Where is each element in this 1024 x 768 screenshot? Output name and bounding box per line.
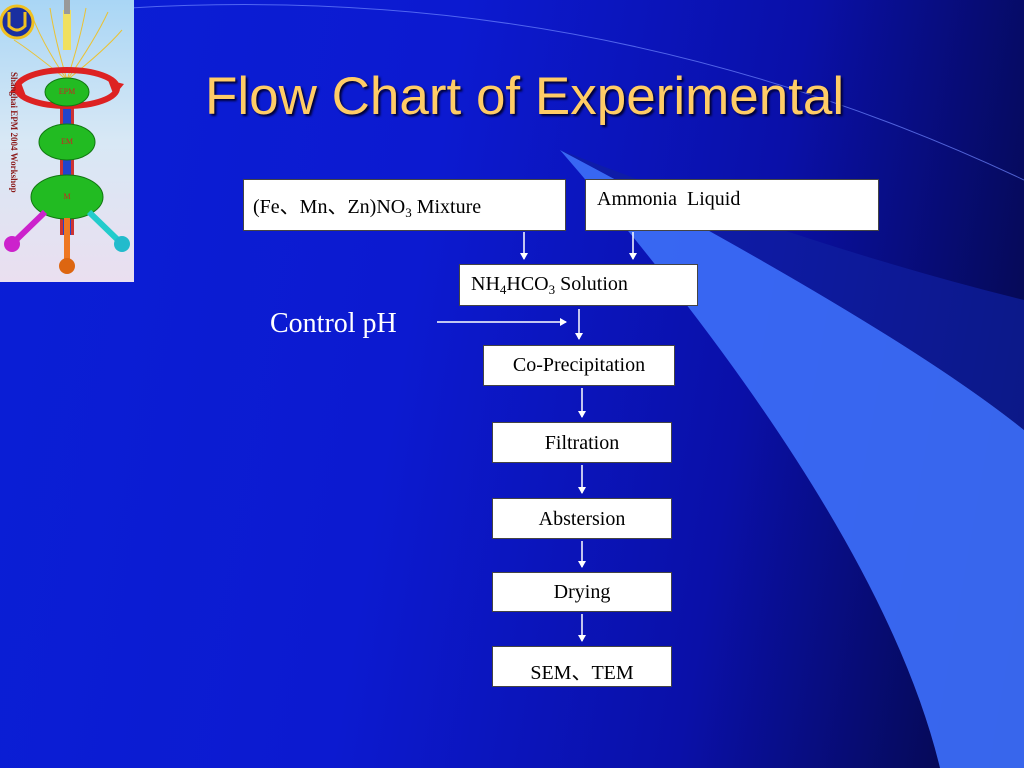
box-ammonia: Ammonia Liquid [585,179,879,231]
slide-title: Flow Chart of Experimental [205,67,845,126]
ammonia-label: Ammonia Liquid [597,188,741,210]
box-mixture: (Fe、Mn、Zn)NO3 Mixture [243,179,566,231]
box-nh4hco3-solution: NH4HCO3 Solution [459,264,698,306]
solution-sub-1: 4 [499,282,507,297]
box-sem-tem: SEM、TEM [492,646,672,687]
epm-logo-graphic [0,0,130,274]
mixture-subscript: 3 [405,205,412,220]
workshop-label: Shanghai EPM 2004 Workshop [9,72,19,193]
solution-sub-2: 3 [548,282,556,297]
control-ph-label: Control pH [270,308,397,339]
logo-node-em: EM [61,137,73,146]
logo-panel: Shanghai EPM 2004 Workshop EPM EM M [0,0,134,282]
mixture-prefix: (Fe、Mn、Zn)NO [253,196,406,218]
box-co-precipitation: Co-Precipitation [483,345,675,386]
box-abstersion: Abstersion [492,498,672,539]
box-filtration: Filtration [492,422,672,463]
solution-part-1: NH [471,273,500,295]
solution-part-3: Solution [555,273,628,295]
box-drying: Drying [492,572,672,612]
mixture-suffix: Mixture [411,196,482,218]
solution-part-2: HCO [506,273,549,295]
logo-node-m: M [63,192,71,201]
logo-node-epm: EPM [58,87,76,96]
